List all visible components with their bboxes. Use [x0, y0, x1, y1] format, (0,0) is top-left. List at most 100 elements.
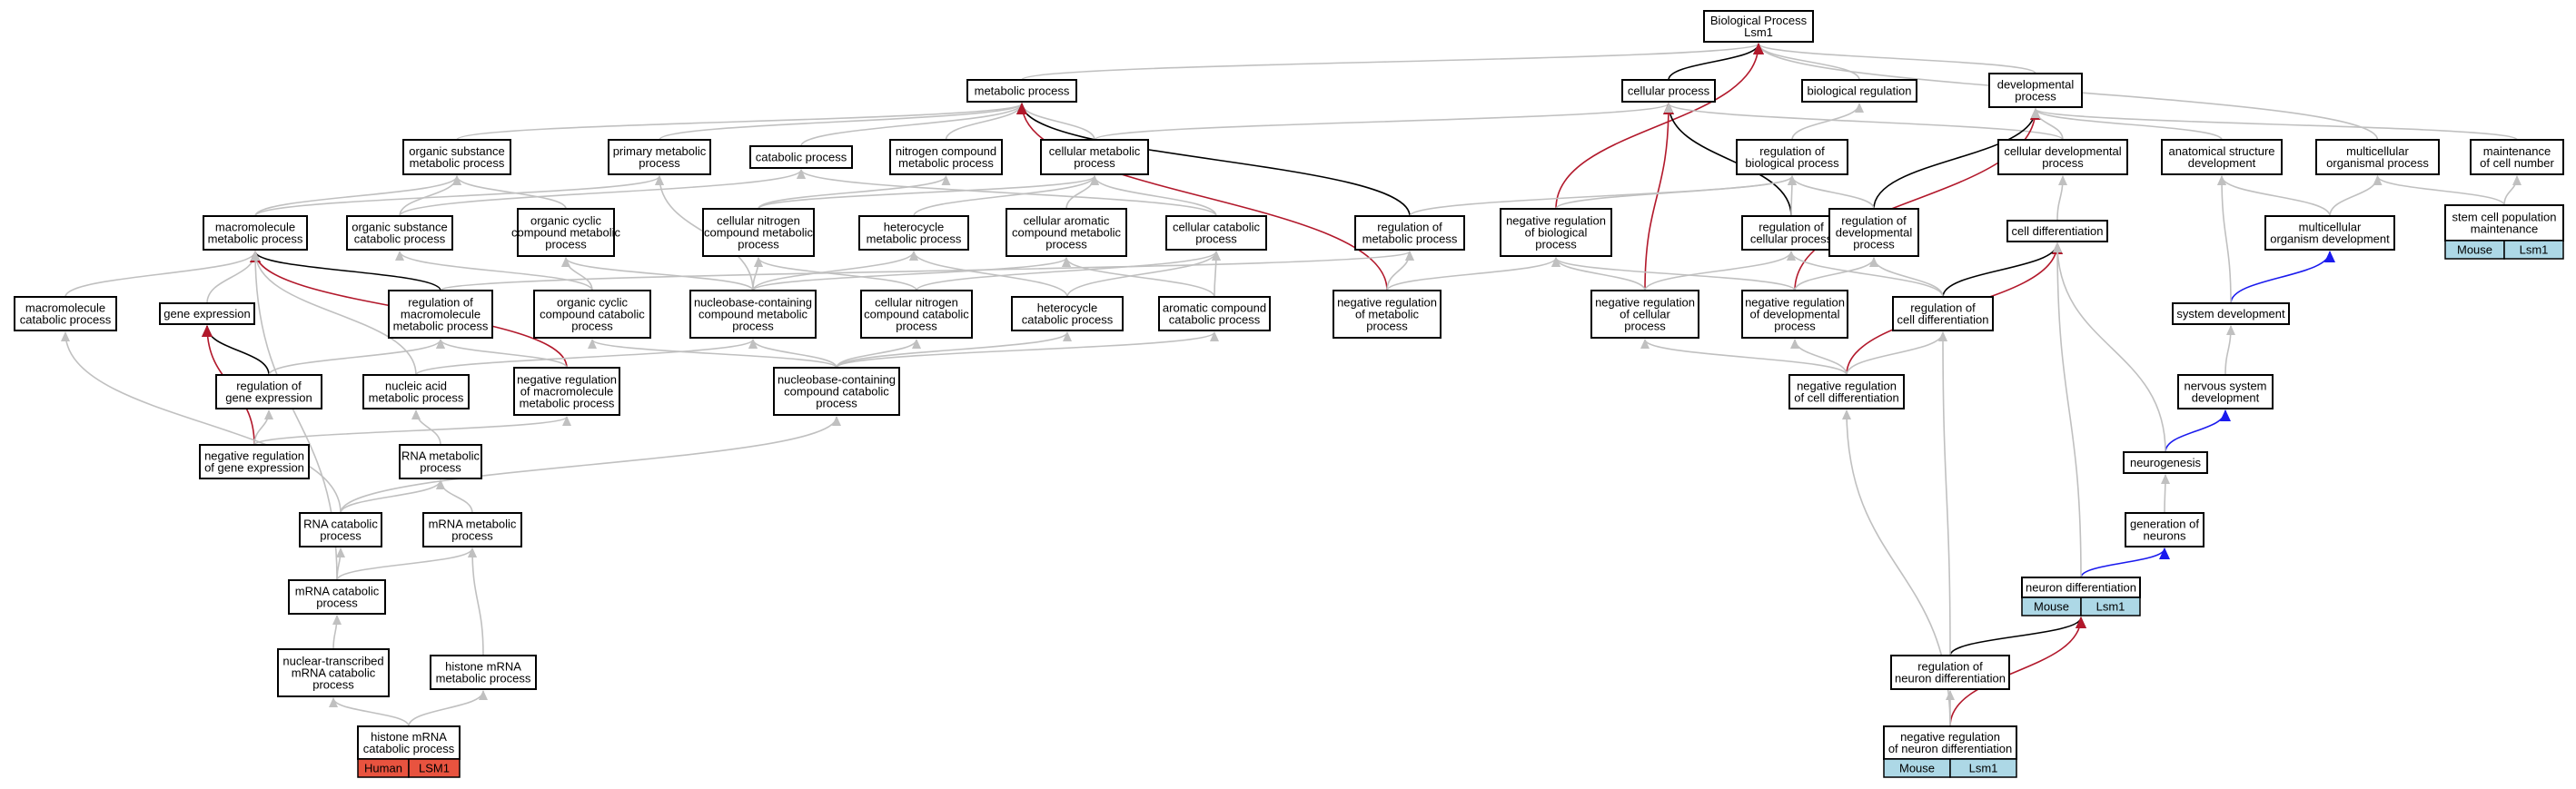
go-term-neurogenesis[interactable]: neurogenesis: [2123, 451, 2208, 474]
go-term-label: macromolecule: [215, 221, 295, 234]
go-term-gene-expr[interactable]: gene expression: [159, 302, 255, 325]
edge-nucleo_cat-to-cell_nit_cat: [836, 339, 921, 369]
go-term-label: metabolic process: [410, 156, 505, 170]
edge-hist_mrna_met-to-mrna_met: [468, 547, 484, 656]
go-term-label: regulation of: [236, 380, 302, 393]
edge-het_cat-to-het_met: [909, 251, 1068, 298]
edge-nucleo_met-to-org_cyc_met: [561, 257, 754, 291]
edge-nucleo_met-to-cell_aro_met: [752, 257, 1071, 291]
edge-neg_reg_dev-to-neg_reg_bio: [1551, 257, 1796, 291]
go-term-label: primary metabolic: [613, 144, 707, 158]
go-term-label: catabolic process: [756, 151, 847, 164]
go-term-catabolic[interactable]: catabolic process: [749, 145, 853, 169]
edge-reg_cell-to-reg_bio: [1787, 175, 1797, 217]
go-term-sys-dev[interactable]: system development: [2172, 302, 2290, 325]
edge-neg_reg_cell-to-reg_cell: [1644, 251, 1796, 291]
go-term-cellular-process[interactable]: cellular process: [1621, 79, 1716, 103]
edge-reg_cell_diff-to-reg_cell: [1787, 251, 1944, 298]
edge-layer: [61, 43, 2522, 727]
edge-metabolic-to-bp: [1021, 43, 1763, 81]
species-label: Mouse: [2457, 243, 2492, 257]
edge-stem_cell-to-maint_cell: [2503, 175, 2522, 206]
species-label: Mouse: [2034, 600, 2069, 614]
go-term-label: process: [320, 529, 362, 543]
go-term-label: Biological Process: [1710, 14, 1808, 27]
go-term-label: compound catabolic: [864, 308, 969, 321]
edge-neg_reg_gene-to-reg_gene: [253, 409, 273, 446]
go-term-metabolic[interactable]: metabolic process: [966, 79, 1077, 103]
go-term-label: process: [1074, 156, 1115, 170]
edge-nuc_mrna_cat-to-mrna_cat: [332, 615, 342, 650]
go-term-label: negative regulation: [1595, 296, 1695, 310]
go-term-label: process: [2015, 90, 2056, 104]
go-term-label: gene expression: [225, 391, 312, 405]
go-term-cell-diff[interactable]: cell differentiation: [2006, 220, 2108, 242]
go-term-label: nervous system: [2184, 380, 2266, 393]
edge-reg_cell_diff-to-reg_dev: [1869, 257, 1944, 298]
edge-mrna_met-to-rna_met: [436, 479, 473, 514]
go-term-label: macromolecule: [401, 308, 481, 321]
go-term-bio-reg[interactable]: biological regulation: [1801, 79, 1917, 103]
gene-label: LSM1: [419, 762, 450, 775]
edge-cell_cat-to-catabolic: [797, 169, 1217, 217]
go-term-label: process: [1366, 320, 1408, 333]
edge-neg_reg_macro-to-reg_macro: [436, 339, 568, 369]
go-term-label: developmental: [1836, 226, 1913, 240]
edge-dev_process-to-bp: [1754, 43, 2036, 74]
